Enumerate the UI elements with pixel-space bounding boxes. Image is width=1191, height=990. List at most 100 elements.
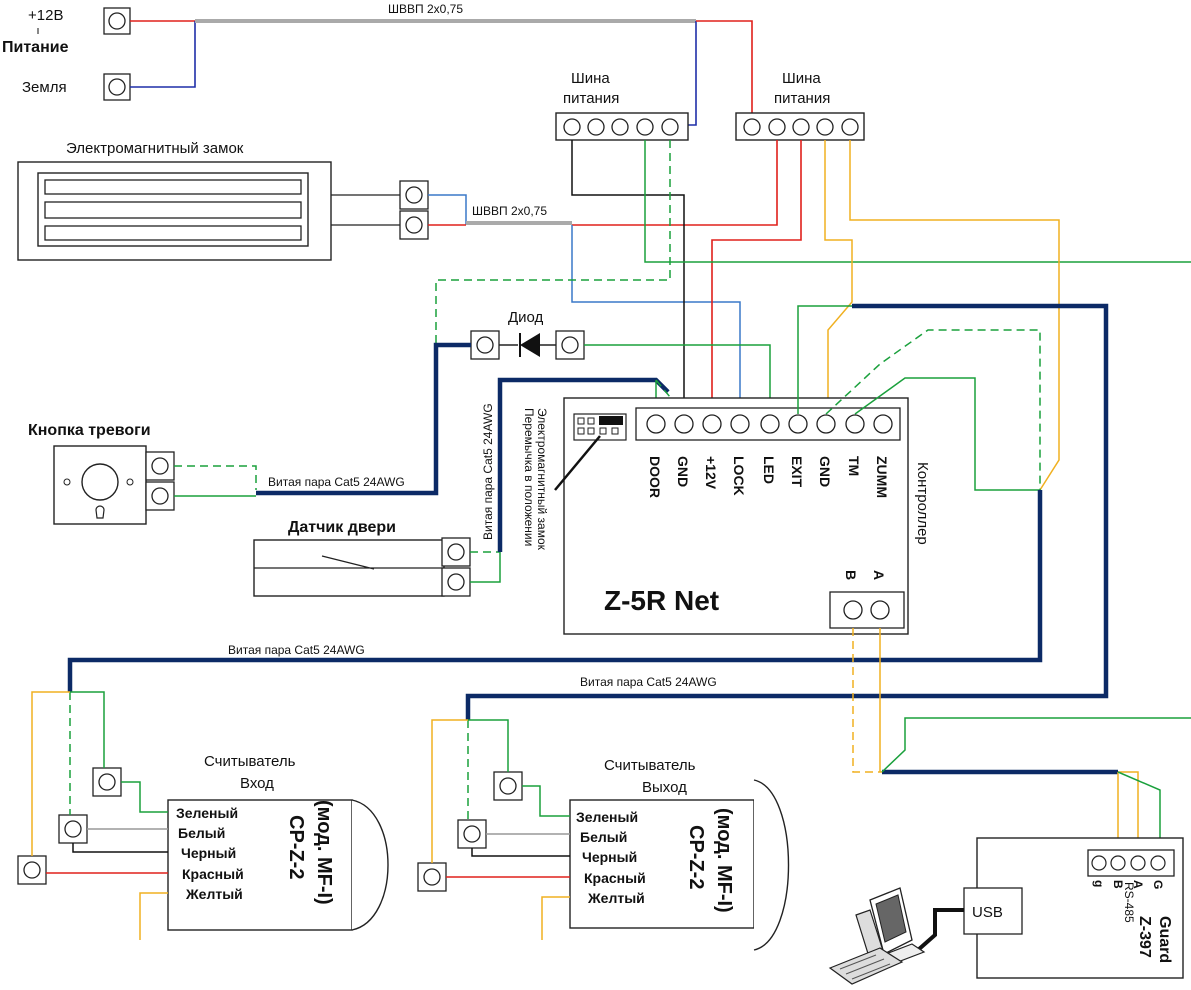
reader-out-wire-yellow: Желтый	[587, 890, 645, 906]
terminal-ground	[103, 73, 131, 101]
rout-black-wire	[471, 848, 570, 857]
plus12v-label: +12В	[28, 7, 63, 24]
reader-in-wire-black: Черный	[181, 845, 236, 861]
cable-mid-label: ШВВП 2х0,75	[472, 204, 547, 218]
cable-door-cat5	[497, 377, 670, 552]
wire-lock-red-bus2	[572, 140, 778, 226]
lock-label: Электромагнитный замок	[66, 140, 244, 157]
door-sensor: Датчик двери	[253, 519, 471, 597]
rout-green-up	[468, 719, 509, 772]
pin-exit: EXIT	[789, 456, 805, 488]
reader-out-title2: Выход	[642, 779, 687, 796]
pin-gnd-1: GND	[675, 456, 691, 487]
reader-in-wire-yellow: Желтый	[185, 886, 243, 902]
rout-yellow-wire	[541, 896, 570, 940]
reader-in-model1: CP-Z-2	[285, 815, 307, 879]
converter-z397: g B A G RS-485 Z-397 Guard USB	[963, 837, 1184, 979]
wire-ground-blue	[130, 21, 196, 88]
bus2-line2: питания	[774, 90, 830, 107]
pin-12v: +12V	[703, 456, 719, 490]
computer-icon	[828, 887, 926, 985]
power-label: Питание	[2, 39, 69, 56]
bus1-line2: питания	[563, 90, 619, 107]
ground-label: Земля	[22, 79, 67, 96]
wire-gnd-black	[571, 140, 685, 414]
electromagnetic-lock: Электромагнитный замок	[17, 140, 429, 261]
usb-port	[963, 887, 1023, 935]
wire-green-dashed-alarm	[435, 140, 671, 345]
jumper-line2: Электромагнитный замок	[535, 408, 549, 551]
power-bus-2: Шина питания	[735, 70, 865, 141]
reader-entry: Считыватель Вход Зеленый Белый Черный Кр…	[17, 753, 389, 931]
exit-cable-label: Витая пара Cat5 24AWG	[580, 675, 717, 689]
cable-entry-reader-cat5	[67, 490, 1043, 692]
cable-exit-reader-cat5	[465, 303, 1109, 720]
guard-pin-b: B	[1111, 880, 1125, 889]
power-bus-1: Шина питания	[555, 70, 689, 141]
rin-yellow	[31, 691, 70, 856]
wire-yellow-right	[849, 140, 1060, 491]
pin-zumm: ZUMM	[874, 456, 890, 498]
reader-out-wire-black: Черный	[582, 849, 637, 865]
rin-green-wire	[121, 781, 168, 813]
door-cable-label: Витая пара Cat5 24AWG	[481, 403, 495, 540]
power-input: +12В Питание Земля	[2, 7, 131, 101]
wire-exit-green	[797, 305, 852, 414]
rs-a-label: A	[871, 570, 887, 580]
wire-yellow-zumm	[824, 140, 853, 414]
rin-yellow-wire	[139, 892, 168, 940]
reader-out-model1: CP-Z-2	[685, 825, 707, 889]
wire-guard-g	[881, 717, 1191, 773]
rs-b-label: B	[843, 570, 859, 580]
wire-green-bus1	[644, 140, 1191, 263]
pin-tm: TM	[846, 456, 862, 476]
jumper-line1: Перемычка в положении	[522, 408, 536, 546]
reader-out-wire-red: Красный	[584, 870, 646, 886]
reader-out-wire-green: Зеленый	[576, 809, 638, 825]
reader-out-wire-white: Белый	[580, 829, 627, 845]
reader-in-model2: (мод. MF-I)	[313, 800, 335, 905]
guard-pin-g: g	[1092, 880, 1106, 887]
reader-in-wire-red: Красный	[182, 866, 244, 882]
usb-label: USB	[972, 904, 1003, 921]
wire-12v-red-ctrl	[711, 140, 802, 414]
reader-in-wire-white: Белый	[178, 825, 225, 841]
wire-gnd-dashed	[825, 329, 1041, 660]
reader-in-title1: Считыватель	[204, 753, 296, 770]
cable-alarm-cat5	[256, 342, 471, 496]
wire-rs-b	[852, 628, 882, 773]
pin-gnd-2: GND	[817, 456, 833, 487]
wire-guard-a	[1118, 771, 1139, 862]
bus1-line1: Шина	[571, 70, 610, 87]
diode-label: Диод	[508, 309, 544, 326]
guard-rs485-label: RS-485	[1122, 882, 1136, 923]
entry-cable-label: Витая пара Cat5 24AWG	[228, 643, 365, 657]
usb-cable	[916, 908, 964, 952]
bus2-line1: Шина	[782, 70, 821, 87]
pin-door: DOOR	[647, 456, 663, 498]
pin-led: LED	[761, 456, 777, 484]
diode: Диод	[470, 309, 585, 360]
rin-black-wire	[72, 843, 168, 853]
alarm-cable-label: Витая пара Cat5 24AWG	[268, 475, 405, 489]
wire-door-green	[470, 552, 501, 583]
wire-alarm-dashed	[174, 465, 257, 490]
rout-green-wire	[522, 785, 570, 817]
guard-name1: Z-397	[1136, 916, 1153, 958]
lock-wire-blue	[428, 194, 467, 225]
reader-in-title2: Вход	[240, 775, 274, 792]
terminal-plus12v	[103, 7, 131, 35]
guard-pin-a: A	[1131, 880, 1145, 889]
wire-12v-to-bus2	[696, 20, 753, 125]
wire-ground-to-bus1	[688, 21, 697, 126]
cable-top-label: ШВВП 2х0,75	[388, 2, 463, 16]
alarm-button: Кнопка тревоги	[28, 422, 175, 525]
reader-exit: Считыватель Выход Зеленый Белый Черный К…	[417, 757, 790, 951]
rout-yellow	[431, 719, 468, 863]
reader-out-title1: Считыватель	[604, 757, 696, 774]
wire-door-to-gnd	[655, 379, 685, 415]
jumper-block	[573, 413, 627, 441]
controller-name: Z-5R Net	[604, 585, 719, 616]
reader-out-model2: (мод. MF-I)	[713, 808, 735, 913]
